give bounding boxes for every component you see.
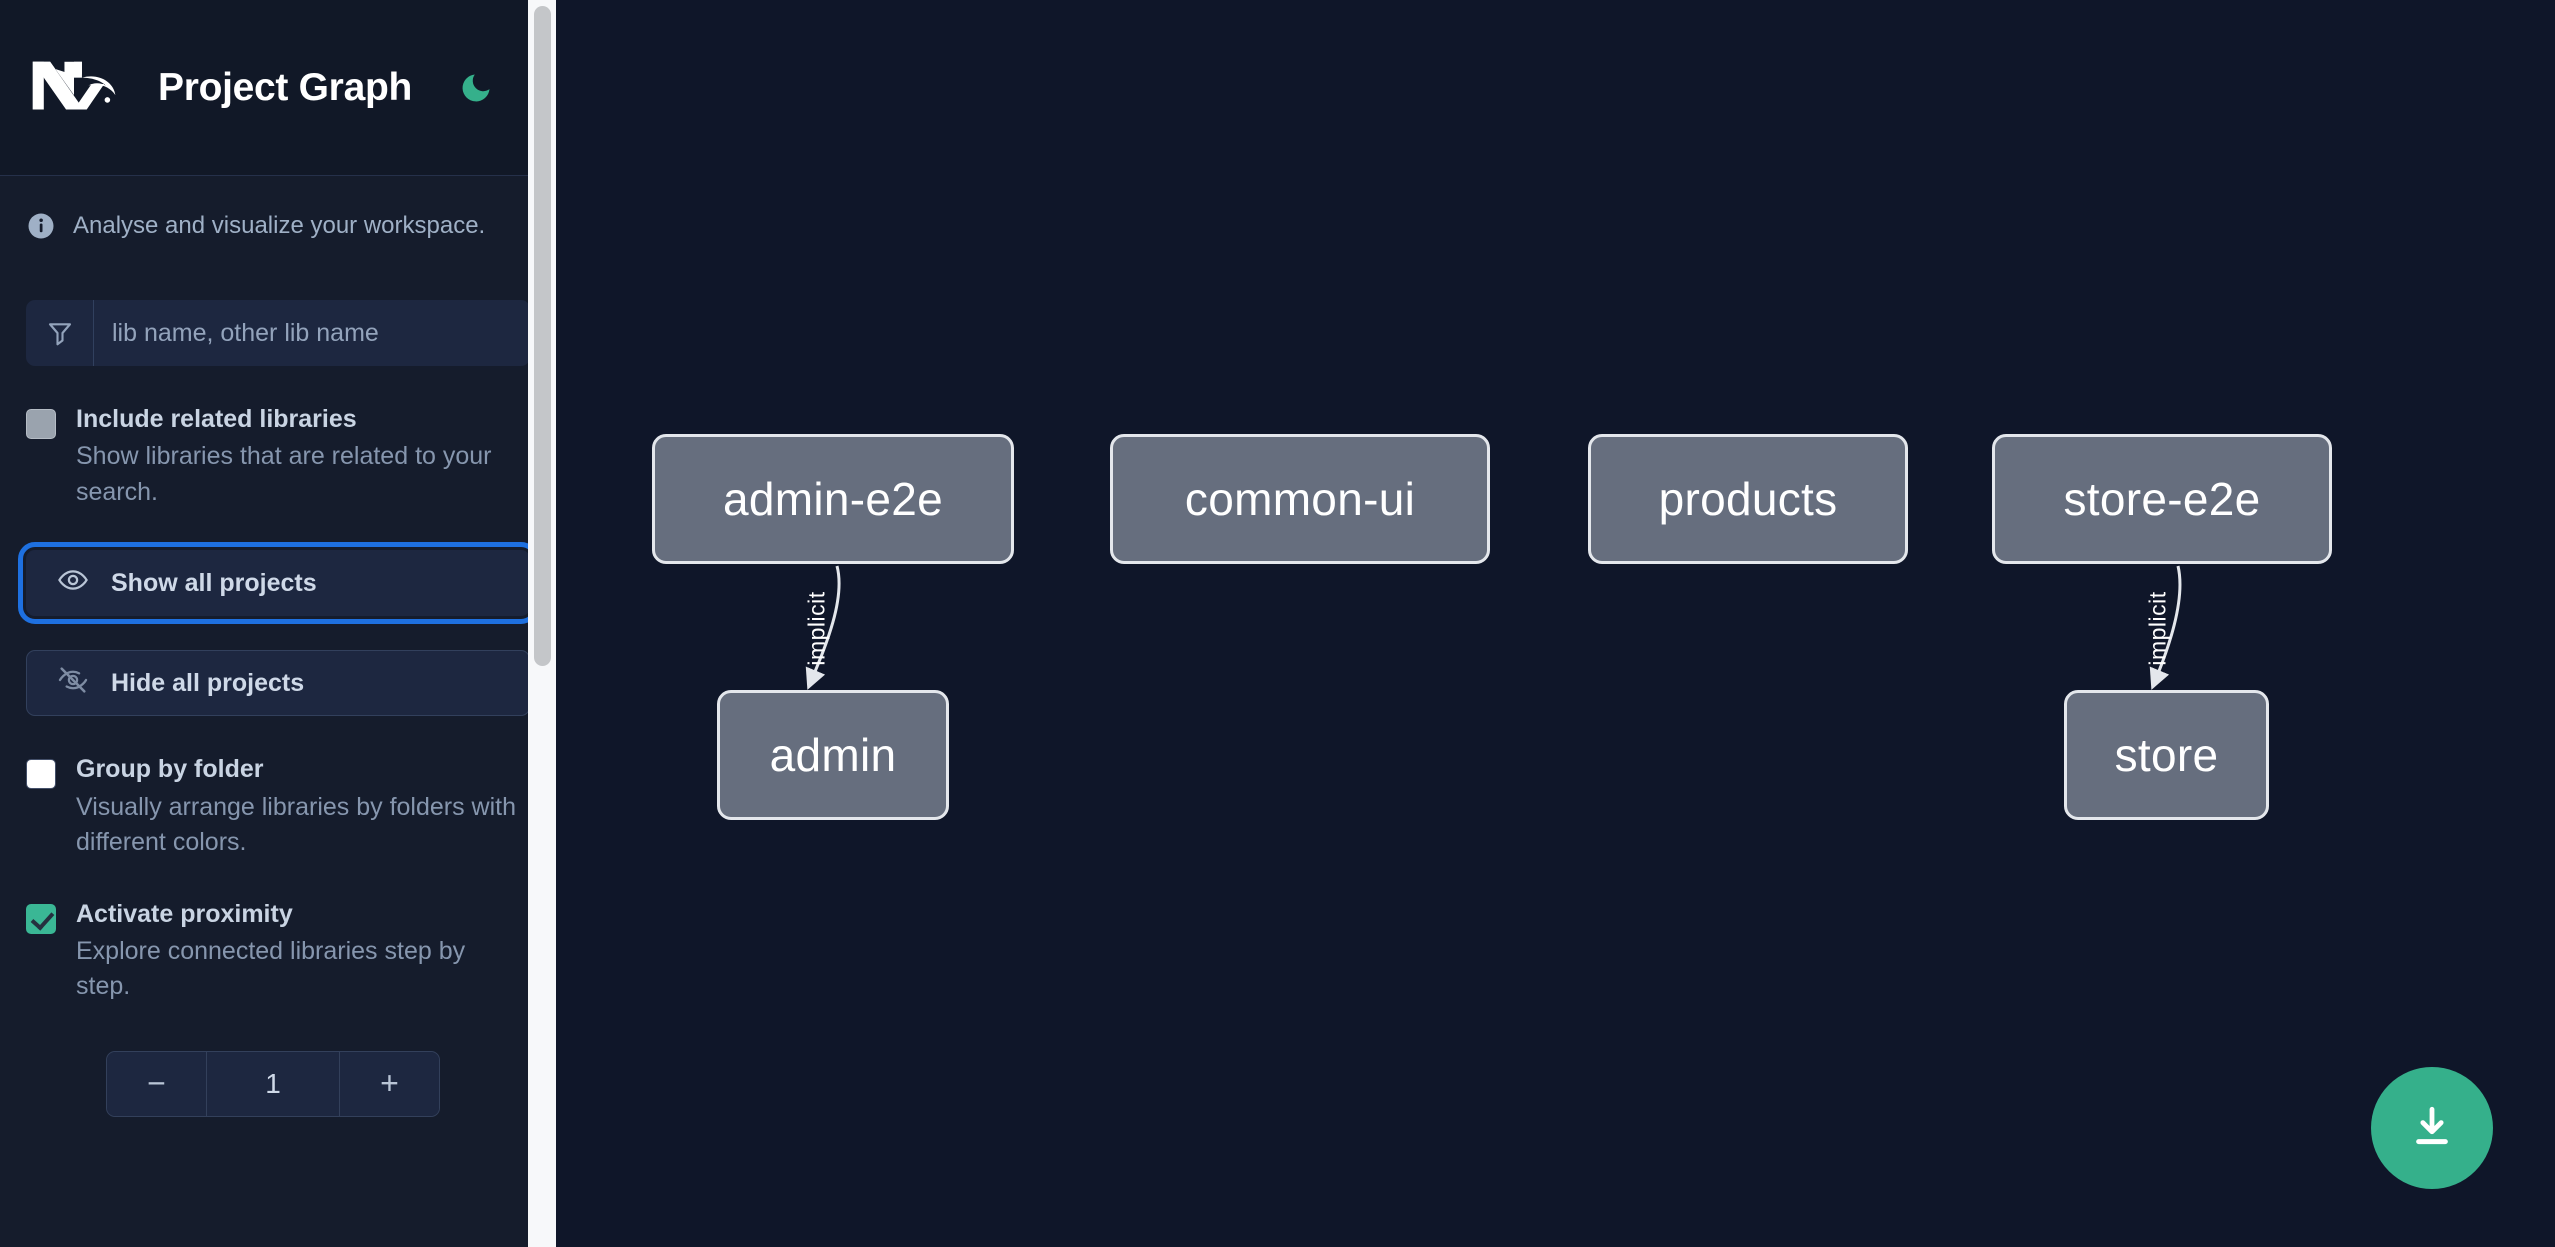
graph-node-admin-e2e[interactable]: admin-e2e bbox=[652, 434, 1014, 564]
graph-node-common-ui[interactable]: common-ui bbox=[1110, 434, 1490, 564]
graph-node-admin[interactable]: admin bbox=[717, 690, 949, 820]
group-by-folder-description: Visually arrange libraries by folders wi… bbox=[76, 792, 517, 857]
search-input[interactable] bbox=[94, 300, 530, 366]
activate-proximity-description: Explore connected libraries step by step… bbox=[76, 936, 466, 1001]
graph-node-store[interactable]: store bbox=[2064, 690, 2269, 820]
edge-label-implicit-store: implicit bbox=[2144, 591, 2171, 666]
tagline: Analyse and visualize your workspace. bbox=[26, 176, 530, 276]
filter-funnel-icon bbox=[26, 300, 94, 366]
proximity-value: 1 bbox=[207, 1051, 339, 1116]
sidebar-header: Project Graph bbox=[0, 0, 556, 176]
sidebar-scrollbar[interactable] bbox=[528, 0, 556, 1247]
filter-box[interactable] bbox=[26, 300, 530, 366]
graph-node-store-e2e[interactable]: store-e2e bbox=[1992, 434, 2332, 564]
hide-all-projects-button[interactable]: Hide all projects bbox=[26, 650, 530, 717]
option-include-related-libraries[interactable]: Include related libraries Show libraries… bbox=[26, 404, 530, 510]
include-related-libraries-description: Show libraries that are related to your … bbox=[76, 442, 492, 506]
moon-icon[interactable] bbox=[456, 68, 496, 108]
show-all-projects-button[interactable]: Show all projects bbox=[18, 542, 538, 625]
proximity-increment-button[interactable]: + bbox=[339, 1051, 439, 1116]
tagline-text: Analyse and visualize your workspace. bbox=[73, 212, 486, 239]
group-by-folder-label: Group by folder bbox=[76, 755, 264, 784]
sidebar-scrollbar-thumb[interactable] bbox=[534, 6, 551, 666]
graph-edges bbox=[805, 565, 2182, 690]
info-icon bbox=[26, 211, 56, 241]
eye-icon bbox=[57, 564, 89, 603]
page-title: Project Graph bbox=[158, 65, 412, 109]
edge-label-implicit-admin: implicit bbox=[803, 591, 830, 666]
graph-canvas[interactable]: implicit implicit admin-e2e common-ui pr… bbox=[556, 0, 2555, 1247]
graph-node-products[interactable]: products bbox=[1588, 434, 1908, 564]
include-related-libraries-checkbox[interactable] bbox=[26, 409, 56, 439]
option-activate-proximity[interactable]: Activate proximity Explore connected lib… bbox=[26, 899, 530, 1005]
download-icon bbox=[2407, 1102, 2457, 1155]
include-related-libraries-label: Include related libraries bbox=[76, 405, 357, 433]
proximity-decrement-button[interactable]: − bbox=[107, 1051, 207, 1116]
proximity-stepper: − 1 + bbox=[106, 1050, 440, 1117]
option-group-by-folder[interactable]: Group by folder Visually arrange librari… bbox=[26, 754, 530, 860]
sidebar-body: Analyse and visualize your workspace. In… bbox=[0, 176, 556, 1117]
nx-logo-icon bbox=[26, 57, 122, 119]
show-all-projects-label: Show all projects bbox=[111, 568, 317, 597]
sidebar: Project Graph Analyse and visualize your… bbox=[0, 0, 556, 1247]
activate-proximity-label: Activate proximity bbox=[76, 899, 293, 928]
download-button[interactable] bbox=[2371, 1067, 2493, 1189]
group-by-folder-checkbox[interactable] bbox=[26, 759, 56, 790]
hide-all-projects-label: Hide all projects bbox=[111, 668, 305, 697]
eye-off-icon bbox=[57, 664, 89, 703]
visibility-button-group: Show all projects Hide all projects bbox=[18, 542, 538, 717]
activate-proximity-checkbox[interactable] bbox=[26, 903, 56, 934]
